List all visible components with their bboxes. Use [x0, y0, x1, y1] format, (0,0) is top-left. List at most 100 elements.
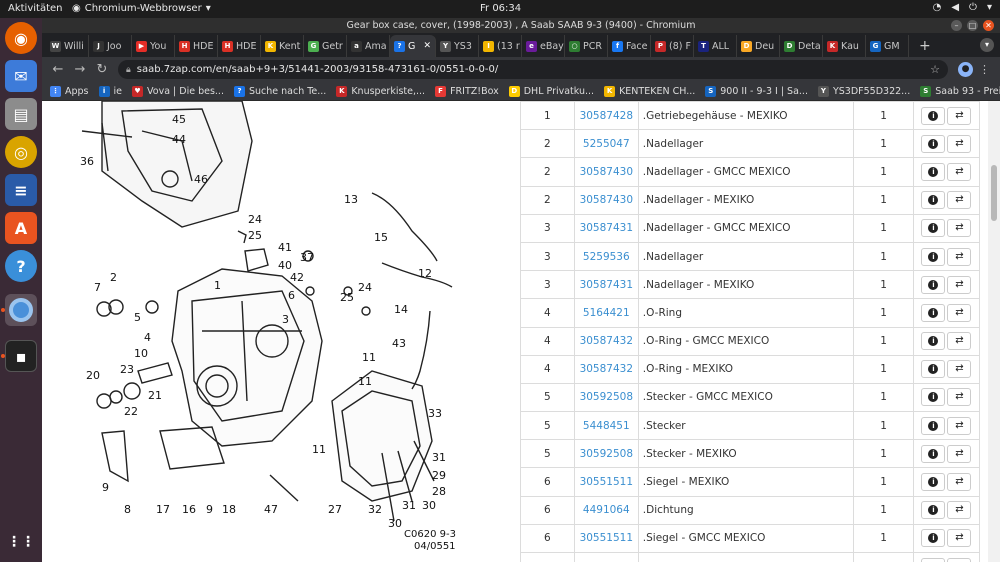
part-number-link[interactable]: 30587432 — [573, 326, 639, 356]
reload-button[interactable]: ↻ — [96, 61, 108, 77]
firefox-icon[interactable]: ◉ — [5, 22, 37, 54]
part-replacements-button[interactable]: ⇄ — [947, 416, 972, 435]
close-window-button[interactable]: ✕ — [983, 20, 994, 31]
files-icon[interactable]: ▤ — [5, 98, 37, 130]
part-info-button[interactable]: i — [921, 416, 946, 435]
menu-kebab-icon[interactable]: ⋮ — [979, 63, 990, 76]
app-menu[interactable]: ◉ Chromium-Webbrowser ▾ — [72, 3, 211, 14]
thunderbird-icon[interactable]: ✉ — [5, 60, 37, 92]
bookmark-item[interactable]: ⋮Apps — [50, 85, 89, 97]
part-info-button[interactable]: i — [921, 529, 946, 548]
part-info-button[interactable]: i — [921, 332, 946, 351]
window-titlebar[interactable]: Gear box case, cover, (1998-2003) , A Sa… — [42, 18, 1000, 33]
browser-tab[interactable]: ▶You — [132, 35, 175, 57]
part-number-link[interactable]: 5164421 — [573, 298, 639, 328]
profile-avatar[interactable]: ● — [958, 62, 973, 77]
part-info-button[interactable]: i — [921, 444, 946, 463]
part-info-button[interactable]: i — [921, 303, 946, 322]
part-replacements-button[interactable]: ⇄ — [947, 162, 972, 181]
part-number-link[interactable]: 30551511 — [573, 523, 639, 554]
part-info-button[interactable]: i — [921, 106, 946, 125]
part-info-button[interactable]: i — [921, 557, 946, 562]
part-replacements-button[interactable]: ⇄ — [947, 275, 972, 294]
part-number-link[interactable]: 4491064 — [573, 495, 639, 525]
part-number-link[interactable]: 30592508 — [573, 439, 639, 469]
forward-button[interactable]: → — [74, 61, 86, 77]
part-number-link[interactable]: 30587430 — [573, 157, 639, 187]
part-number-link[interactable]: 30587432 — [573, 354, 639, 384]
clock[interactable]: Fr 06:34 — [480, 3, 522, 14]
part-info-button[interactable]: i — [921, 219, 946, 238]
part-number-link[interactable]: 30551511 — [573, 467, 639, 497]
part-replacements-button[interactable]: ⇄ — [947, 444, 972, 463]
back-button[interactable]: ← — [52, 61, 64, 77]
part-number-link[interactable]: 5164454 — [573, 551, 639, 562]
part-number-link[interactable]: 5448451 — [573, 411, 639, 441]
activities-button[interactable]: Aktivitäten — [8, 3, 63, 14]
part-info-button[interactable]: i — [921, 473, 946, 492]
bookmark-item[interactable]: ♥Vova | Die bes... — [132, 85, 224, 97]
writer-icon[interactable]: ≡ — [5, 174, 37, 206]
part-replacements-button[interactable]: ⇄ — [947, 332, 972, 351]
part-number-link[interactable]: 30592508 — [573, 382, 639, 413]
part-info-button[interactable]: i — [921, 191, 946, 210]
part-replacements-button[interactable]: ⇄ — [947, 388, 972, 407]
part-info-button[interactable]: i — [921, 134, 946, 153]
part-replacements-button[interactable]: ⇄ — [947, 473, 972, 492]
part-number-link[interactable]: 30587431 — [573, 213, 639, 243]
part-replacements-button[interactable]: ⇄ — [947, 134, 972, 153]
part-replacements-button[interactable]: ⇄ — [947, 219, 972, 238]
rhythmbox-icon[interactable]: ◎ — [5, 136, 37, 168]
part-replacements-button[interactable]: ⇄ — [947, 247, 972, 266]
show-apps-icon[interactable]: ⋮⋮ — [7, 534, 35, 550]
software-center-icon[interactable]: A — [5, 212, 37, 244]
part-replacements-button[interactable]: ⇄ — [947, 557, 972, 562]
tab-search-icon[interactable]: ▾ — [980, 38, 994, 52]
scrollbar-thumb[interactable] — [991, 165, 997, 221]
part-number-link[interactable]: 30587428 — [573, 101, 639, 131]
part-number-link[interactable]: 30587430 — [573, 185, 639, 215]
close-tab-icon[interactable]: ✕ — [423, 41, 431, 51]
minimize-button[interactable]: – — [951, 20, 962, 31]
part-info-button[interactable]: i — [921, 162, 946, 181]
part-info-button[interactable]: i — [921, 247, 946, 266]
browser-tab[interactable]: ?G✕ — [390, 35, 436, 57]
browser-tab[interactable]: ○PCR — [565, 35, 608, 57]
help-icon[interactable]: ? — [5, 250, 37, 282]
bookmark-item[interactable]: ?Suche nach Te... — [233, 85, 326, 97]
part-replacements-button[interactable]: ⇄ — [947, 303, 972, 322]
part-info-button[interactable]: i — [921, 275, 946, 294]
address-bar[interactable]: 🔒︎ saab.7zap.com/en/saab+9+3/51441-2003/… — [118, 60, 948, 79]
new-tab-button[interactable]: + — [919, 38, 931, 54]
browser-tab[interactable]: I(13 r — [479, 35, 522, 57]
page-scrollbar[interactable] — [988, 101, 1000, 562]
bookmark-star-icon[interactable]: ☆ — [930, 63, 940, 76]
browser-tab[interactable]: P(8) F — [651, 35, 694, 57]
terminal-icon[interactable]: ▪ — [5, 340, 37, 372]
part-number-link[interactable]: 30587431 — [573, 270, 639, 300]
part-info-button[interactable]: i — [921, 388, 946, 407]
part-replacements-button[interactable]: ⇄ — [947, 106, 972, 125]
part-replacements-button[interactable]: ⇄ — [947, 501, 972, 520]
